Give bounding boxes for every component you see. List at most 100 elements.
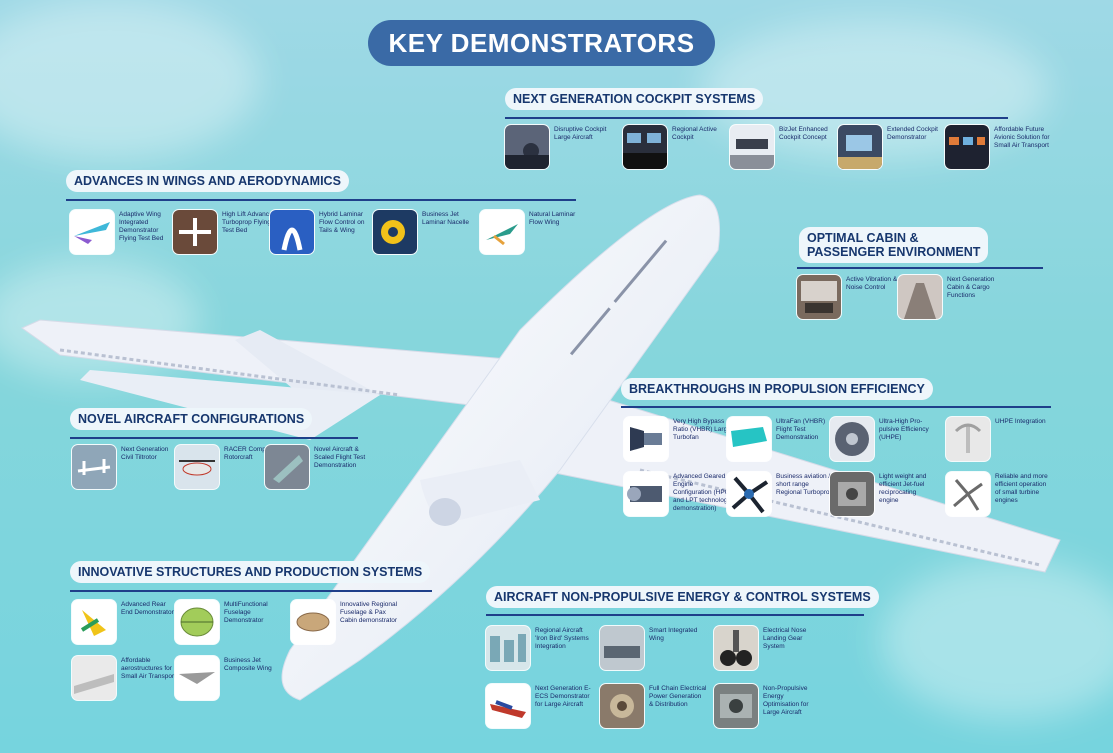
demo-item[interactable]: Affordable Future Avionic Solution for S…: [945, 125, 1052, 169]
demo-item[interactable]: Next Generation Cabin & Cargo Functions: [898, 275, 1005, 319]
section-novel: NOVEL AIRCRAFT CONFIGURATIONS: [70, 408, 313, 430]
cockpit-photo-icon: [730, 125, 774, 169]
demo-item[interactable]: Light weight and efficient Jet-fuel reci…: [830, 472, 937, 516]
section-divider: [486, 614, 864, 616]
demo-item[interactable]: RACER Compound Rotorcraft: [175, 445, 282, 489]
demo-label: Reliable and more efficient operation of…: [995, 473, 1048, 504]
demo-item[interactable]: Ultra-High Pro-pulsive Efficiency (UHPE): [830, 417, 937, 461]
engine-photo-icon: [624, 472, 668, 516]
engine-photo-icon: [600, 684, 644, 728]
demo-item[interactable]: Innovative Regional Fuselage & Pax Cabin…: [291, 600, 398, 644]
demo-label: MultiFunctional Fuselage Demonstrator: [224, 601, 268, 624]
demo-label: Business Jet Laminar Nacelle: [422, 211, 469, 226]
engine-photo-icon: [830, 417, 874, 461]
demo-item[interactable]: Extended Cockpit Demonstrator: [838, 125, 945, 169]
section-divider: [505, 117, 1008, 119]
demo-item[interactable]: Hybrid Laminar Flow Control on Tails & W…: [270, 210, 377, 254]
demo-label: Affordable Future Avionic Solution for S…: [994, 126, 1050, 149]
cloud-decoration: [880, 560, 1113, 720]
wing-photo-icon: [70, 210, 114, 254]
aircraft-photo-icon: [72, 600, 116, 644]
demo-item[interactable]: Disruptive Cockpit Large Aircraft: [505, 125, 612, 169]
demo-item[interactable]: Affordable aerostructures for Small Air …: [72, 656, 179, 700]
demo-item[interactable]: Electrical Nose Landing Gear System: [714, 626, 821, 670]
demo-item[interactable]: MultiFunctional Fuselage Demonstrator: [175, 600, 282, 644]
cockpit-photo-icon: [505, 125, 549, 169]
demo-item[interactable]: Regional Aircraft 'Iron Bird' Systems In…: [486, 626, 593, 670]
demo-label: Electrical Nose Landing Gear System: [763, 627, 807, 650]
demo-item[interactable]: Non-Propulsive Energy Optimisation for L…: [714, 684, 821, 728]
section-heading: ADVANCES IN WINGS AND AERODYNAMICS: [66, 170, 349, 192]
aircraft-photo-icon: [175, 600, 219, 644]
aircraft-photo-icon: [72, 445, 116, 489]
demo-label: Next Generation Cabin & Cargo Functions: [947, 276, 995, 299]
demo-item[interactable]: Advanced Geared Engine Configuration (HP…: [624, 472, 733, 516]
section-heading: INNOVATIVE STRUCTURES AND PRODUCTION SYS…: [70, 561, 431, 583]
demo-item[interactable]: BizJet Enhanced Cockpit Concept: [730, 125, 837, 169]
wing-photo-icon: [480, 210, 524, 254]
landing-gear-photo-icon: [714, 626, 758, 670]
demo-label: BizJet Enhanced Cockpit Concept: [779, 126, 828, 141]
demo-item[interactable]: Active Vibration & Noise Control: [797, 275, 904, 319]
section-heading: NOVEL AIRCRAFT CONFIGURATIONS: [70, 408, 313, 430]
section-heading: OPTIMAL CABIN &PASSENGER ENVIRONMENT: [799, 227, 989, 263]
demo-label: Business Jet Composite Wing: [224, 657, 272, 672]
engine-photo-icon: [830, 472, 874, 516]
section-divider: [70, 437, 358, 439]
cockpit-photo-icon: [838, 125, 882, 169]
demo-item[interactable]: Business Jet Laminar Nacelle: [373, 210, 480, 254]
section-cockpit: NEXT GENERATION COCKPIT SYSTEMS: [505, 88, 764, 110]
demo-label: UltraFan (VHBR) Flight Test Demonstratio…: [776, 418, 826, 441]
demo-item[interactable]: High Lift Advanced Turboprop Flying Test…: [173, 210, 280, 254]
demo-item[interactable]: UHPE Integration: [946, 417, 1053, 461]
demo-item[interactable]: Business Jet Composite Wing: [175, 656, 282, 700]
demo-label: UHPE Integration: [995, 418, 1046, 425]
demo-item[interactable]: Very High Bypass Ratio (VHBR) Large Turb…: [624, 417, 731, 461]
section-divider: [797, 267, 1043, 269]
engine-photo-icon: [727, 472, 771, 516]
aircraft-photo-icon: [173, 210, 217, 254]
wing-photo-icon: [270, 210, 314, 254]
demo-item[interactable]: Advanced Rear End Demonstrator: [72, 600, 179, 644]
demo-label: Extended Cockpit Demonstrator: [887, 126, 938, 141]
demo-item[interactable]: Next Generation Civil Tiltrotor: [72, 445, 179, 489]
demo-item[interactable]: Novel Aircraft & Scaled Flight Test Demo…: [265, 445, 372, 489]
aircraft-photo-icon: [265, 445, 309, 489]
cockpit-photo-icon: [623, 125, 667, 169]
demo-label: Smart Integrated Wing: [649, 627, 698, 642]
demo-item[interactable]: Business aviation / short range Regional…: [727, 472, 834, 516]
demo-label: Ultra-High Pro-pulsive Efficiency (UHPE): [879, 418, 929, 441]
section-divider: [66, 199, 576, 201]
engine-photo-icon: [946, 417, 990, 461]
engine-photo-icon: [714, 684, 758, 728]
engine-photo-icon: [624, 417, 668, 461]
demo-item[interactable]: UltraFan (VHBR) Flight Test Demonstratio…: [727, 417, 834, 461]
engine-photo-icon: [946, 472, 990, 516]
aircraft-photo-icon: [486, 684, 530, 728]
demo-label: Light weight and efficient Jet-fuel reci…: [879, 473, 927, 504]
demo-item[interactable]: Reliable and more efficient operation of…: [946, 472, 1053, 516]
demo-label: Advanced Rear End Demonstrator: [121, 601, 174, 616]
demo-item[interactable]: Natural Laminar Flow Wing: [480, 210, 587, 254]
section-divider: [621, 406, 1051, 408]
aircraft-photo-icon: [291, 600, 335, 644]
demo-label: Non-Propulsive Energy Optimisation for L…: [763, 685, 809, 716]
demo-item[interactable]: Regional Active Cockpit: [623, 125, 730, 169]
demo-label: RACER Compound Rotorcraft: [224, 446, 281, 461]
demo-label: Adaptive Wing Integrated Demonstrator Fl…: [119, 211, 164, 242]
cabin-photo-icon: [898, 275, 942, 319]
demo-item[interactable]: Smart Integrated Wing: [600, 626, 707, 670]
section-divider: [70, 590, 432, 592]
wing-photo-icon: [600, 626, 644, 670]
demo-item[interactable]: Adaptive Wing Integrated Demonstrator Fl…: [70, 210, 177, 254]
demo-label: Hybrid Laminar Flow Control on Tails & W…: [319, 211, 365, 234]
demo-label: Regional Aircraft 'Iron Bird' Systems In…: [535, 627, 589, 650]
demo-item[interactable]: Full Chain Electrical Power Generation &…: [600, 684, 707, 728]
demo-item[interactable]: Next Generation E-ECS Demonstrator for L…: [486, 684, 593, 728]
demo-label: Next Generation E-ECS Demonstrator for L…: [535, 685, 591, 708]
section-cabin: OPTIMAL CABIN &PASSENGER ENVIRONMENT: [799, 227, 989, 263]
section-heading: AIRCRAFT NON-PROPULSIVE ENERGY & CONTROL…: [486, 586, 879, 608]
section-heading: NEXT GENERATION COCKPIT SYSTEMS: [505, 88, 764, 110]
demo-label: Novel Aircraft & Scaled Flight Test Demo…: [314, 446, 366, 469]
demo-label: Natural Laminar Flow Wing: [529, 211, 576, 226]
